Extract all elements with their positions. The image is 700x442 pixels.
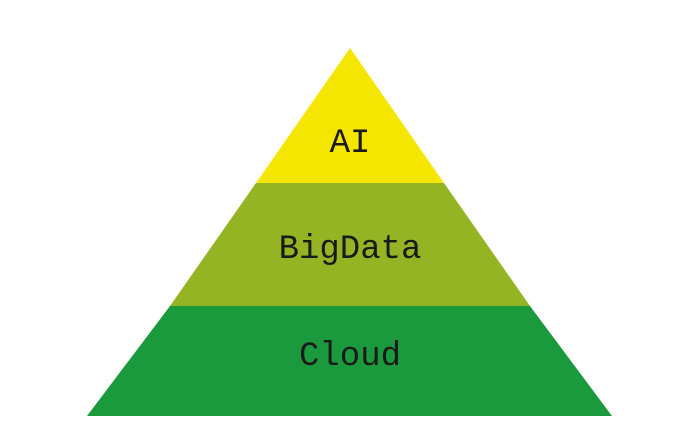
tier-bigdata-label: BigData (279, 231, 422, 269)
tier-cloud-shape (87, 306, 612, 416)
tier-ai-shape (256, 48, 444, 183)
tier-bigdata: BigData (170, 183, 530, 306)
tier-ai: AI (256, 48, 444, 183)
tier-bigdata-shape (170, 183, 530, 306)
tier-cloud-label: Cloud (299, 338, 401, 376)
tier-ai-label: AI (330, 125, 371, 163)
tier-cloud: Cloud (87, 306, 612, 416)
